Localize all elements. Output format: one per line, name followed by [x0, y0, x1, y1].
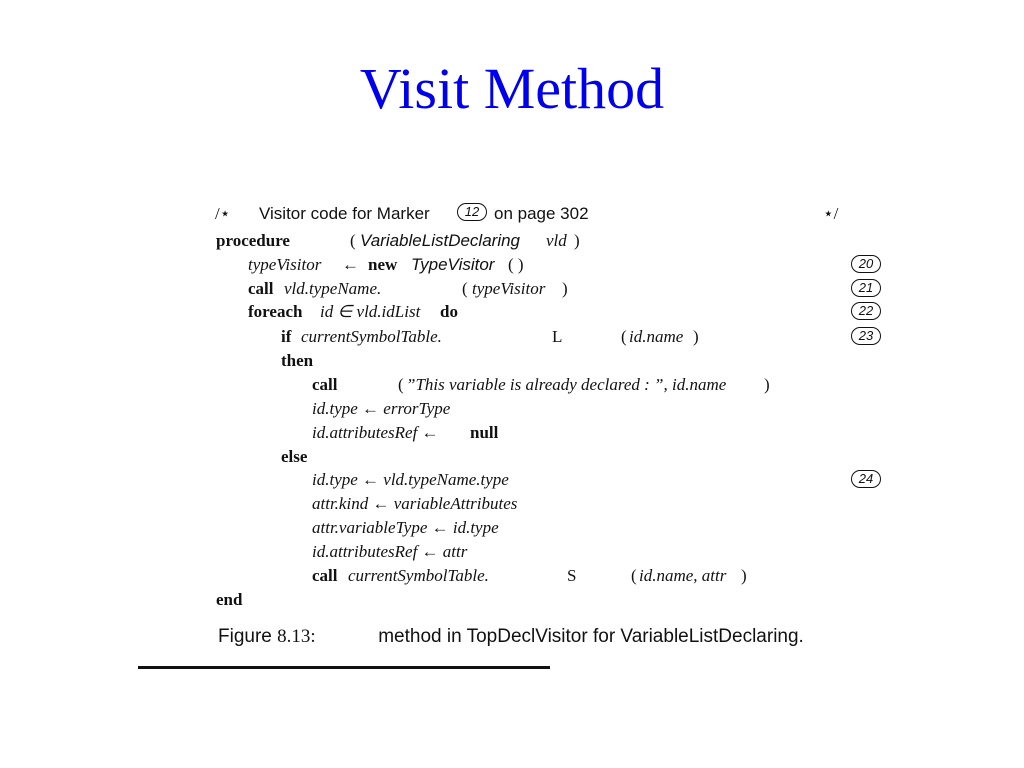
line2-target: vld.typeName.	[284, 279, 382, 298]
line6-call: call	[312, 375, 338, 394]
else-keyword: else	[281, 447, 308, 466]
line11-text: attr.kind ← variableAttributes	[312, 494, 518, 513]
line4-open: (	[621, 327, 627, 346]
line2-close: )	[562, 279, 568, 298]
line12-text: attr.variableType ← id.type	[312, 518, 499, 537]
line6-open: (	[398, 375, 404, 394]
slide-title: Visit Method	[359, 56, 665, 121]
line2-arg: typeVisitor	[472, 279, 546, 298]
line2-open: (	[462, 279, 468, 298]
procedure-type: VariableListDeclaring	[360, 231, 521, 250]
caption-figure-word: Figure	[218, 626, 272, 647]
line8-text: id.attributesRef ←	[312, 423, 439, 442]
marker-23: 23	[851, 327, 881, 345]
caption-text: method in TopDeclVisitor for VariableLis…	[378, 626, 804, 647]
line14-open: (	[631, 566, 637, 585]
line3-foreach: foreach	[248, 302, 303, 321]
line2-call: call	[248, 279, 274, 298]
line6-arg: ”This variable is already declared : ”, …	[406, 375, 727, 394]
comment-close: ⋆/	[823, 204, 839, 223]
line8-null: null	[470, 423, 499, 442]
line10-text: id.type ← vld.typeName.type	[312, 470, 509, 489]
comment-text-after: on page 302	[494, 204, 589, 223]
line13-text: id.attributesRef ← attr	[312, 542, 468, 561]
procedure-close: )	[574, 231, 580, 250]
procedure-arg: vld	[546, 231, 567, 250]
line1-new: new	[368, 255, 398, 274]
line14-call: call	[312, 566, 338, 585]
procedure-open: (	[350, 231, 356, 250]
horizontal-rule	[138, 666, 550, 669]
line4-letter: L	[552, 327, 563, 346]
then-keyword: then	[281, 351, 314, 370]
line6-close: )	[764, 375, 770, 394]
marker-22: 22	[851, 302, 881, 320]
comment-open: /⋆	[215, 204, 231, 223]
line14-arg: id.name, attr	[639, 566, 727, 585]
line14-close: )	[741, 566, 747, 585]
line7-text: id.type ← errorType	[312, 399, 451, 418]
marker-24: 24	[851, 470, 881, 488]
line1-arrow: ←	[342, 255, 359, 274]
line3-do: do	[440, 302, 458, 321]
line14-target: currentSymbolTable.	[348, 566, 489, 585]
comment-text-before: Visitor code for Marker	[259, 204, 430, 223]
end-keyword: end	[216, 590, 243, 609]
line4-arg: id.name	[629, 327, 684, 346]
figure-caption: Figure 8.13: method in TopDeclVisitor fo…	[218, 626, 804, 648]
line4-close: )	[693, 327, 699, 346]
line1-type: TypeVisitor	[411, 255, 495, 274]
line3-expr: id ∈ vld.idList	[320, 302, 421, 321]
marker-21: 21	[851, 279, 881, 297]
line4-target: currentSymbolTable.	[301, 327, 442, 346]
line14-letter: S	[567, 566, 577, 585]
line1-paren: ( )	[508, 255, 524, 274]
line1-var: typeVisitor	[248, 255, 322, 274]
line4-if: if	[281, 327, 292, 346]
caption-figure-number: 8.13:	[277, 626, 316, 647]
procedure-keyword: procedure	[216, 231, 290, 250]
marker-20: 20	[851, 255, 881, 273]
marker-12: 12	[457, 203, 487, 221]
